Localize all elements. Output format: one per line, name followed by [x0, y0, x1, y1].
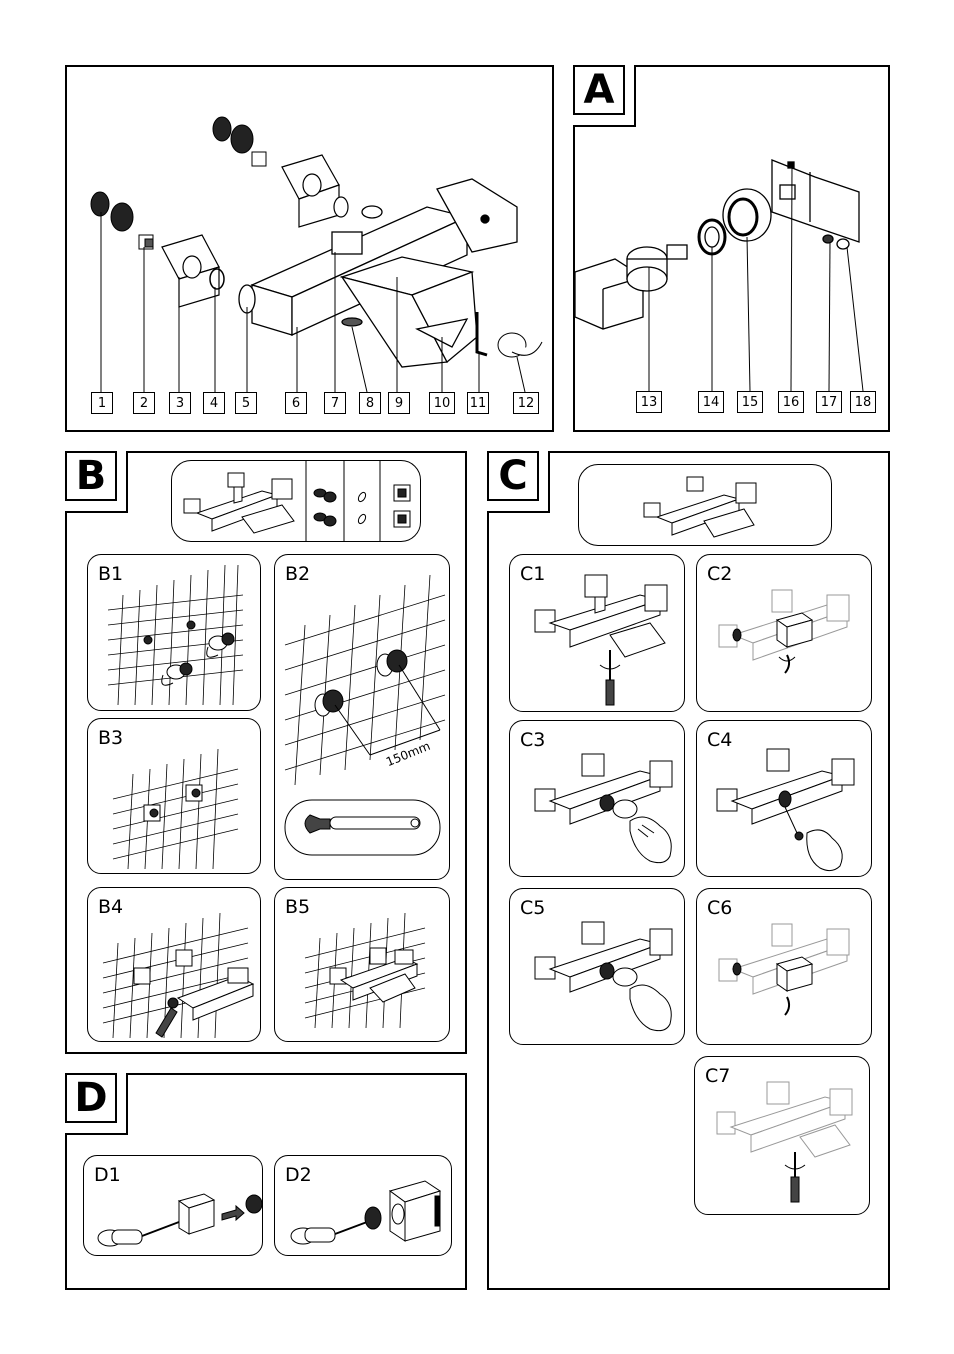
mixer-illustration	[716, 748, 855, 841]
panel-B-letter: B	[65, 451, 117, 501]
step-C6-label: C6	[707, 897, 733, 919]
part-number-15: 15	[737, 391, 763, 413]
step-C3: C3	[509, 720, 685, 877]
step-C2-label: C2	[707, 563, 733, 585]
part-number-10: 10	[429, 392, 455, 414]
part-number-16: 16	[778, 391, 804, 413]
part-number-14: 14	[698, 391, 724, 413]
part-number-4: 4	[203, 392, 225, 414]
step-C3-label: C3	[520, 729, 546, 751]
step-C4: C4	[696, 720, 872, 877]
step-B1-label: B1	[98, 563, 124, 585]
step-B2-label: B2	[285, 563, 311, 585]
part-number-17: 17	[816, 391, 842, 413]
grub-screw	[822, 234, 850, 250]
wall-grid	[107, 564, 244, 706]
exploded-mixer-drawing	[90, 116, 543, 393]
wall-plate-lower	[161, 234, 220, 308]
panel-A: A	[573, 65, 890, 432]
panel-D-letter: D	[65, 1073, 117, 1123]
step-D1: D1	[83, 1155, 263, 1256]
screwdriver-icon	[599, 650, 621, 706]
knurled-nut-upper	[212, 116, 267, 167]
part-number-18: 18	[850, 391, 876, 413]
step-B4-label: B4	[98, 896, 124, 918]
panel-A-letter: A	[573, 65, 625, 115]
part-number-13: 13	[636, 391, 662, 413]
mixer-illustration	[716, 1081, 853, 1158]
wall-grid	[112, 748, 239, 870]
step-C1-label: C1	[520, 563, 546, 585]
step-B3: B3	[87, 718, 261, 874]
mixer-illustration	[534, 921, 673, 993]
mixer-overview-icon	[643, 476, 757, 538]
hand-icon	[629, 984, 672, 1032]
body-section	[574, 258, 644, 330]
step-B3-label: B3	[98, 727, 124, 749]
panel-D: D D1 D2	[65, 1073, 467, 1290]
dowel-icons	[313, 488, 337, 527]
part-number-6: 6	[285, 392, 307, 414]
step-C5: C5	[509, 888, 685, 1045]
handle-lever	[771, 159, 860, 243]
step-C2: C2	[696, 554, 872, 712]
part-number-5: 5	[235, 392, 257, 414]
step-B5-label: B5	[285, 896, 311, 918]
part-number-2: 2	[133, 392, 155, 414]
screwdriver-icon	[784, 1152, 806, 1203]
part-number-12: 12	[513, 392, 539, 414]
allen-key	[475, 312, 488, 357]
mixer-illustration	[534, 574, 668, 658]
handle-block	[388, 1180, 442, 1242]
mixer-body	[238, 178, 518, 337]
wall-plate-upper	[281, 154, 349, 228]
screw-icons	[357, 491, 367, 525]
mixer-overview-icon	[183, 472, 295, 534]
part-number-9: 9	[388, 392, 410, 414]
part-number-1: 1	[91, 392, 113, 414]
spout	[339, 256, 478, 368]
screwdriver-icon	[290, 1221, 368, 1245]
step-D2: D2	[274, 1155, 452, 1256]
step-B5: B5	[274, 887, 450, 1042]
seal-ring	[209, 268, 225, 290]
eccentric-connector	[138, 234, 154, 250]
panel-C: C C1	[487, 451, 890, 1290]
panel-B-parts-overview	[171, 460, 421, 542]
step-C6: C6	[696, 888, 872, 1045]
panel-C-letter: C	[487, 451, 539, 501]
hand-icon	[629, 816, 672, 864]
step-C1: C1	[509, 554, 685, 712]
part-number-3: 3	[169, 392, 191, 414]
step-C4-label: C4	[707, 729, 733, 751]
connector-block	[177, 1193, 216, 1235]
step-C7: C7	[694, 1056, 870, 1215]
cartridge	[626, 244, 688, 292]
wrench-icon	[284, 799, 441, 856]
mixer-illustration	[534, 753, 673, 825]
part-number-11: 11	[467, 392, 489, 414]
step-B1: B1	[87, 554, 261, 711]
knurled-nut-lower	[90, 191, 134, 232]
plate-icons	[393, 484, 411, 528]
step-C7-label: C7	[705, 1065, 731, 1087]
cartridge-exploded-drawing	[574, 159, 864, 392]
step-C5-label: C5	[520, 897, 546, 919]
diverter-handle	[497, 332, 543, 358]
part-number-8: 8	[359, 392, 381, 414]
hand-icon	[806, 829, 843, 872]
panel-C-overview	[578, 464, 832, 546]
step-D1-label: D1	[94, 1164, 121, 1186]
step-D2-label: D2	[285, 1164, 312, 1186]
step-B2: B2	[274, 554, 450, 880]
wall-grid	[102, 912, 249, 1039]
step-B4: B4	[87, 887, 261, 1042]
screwdriver-icon	[97, 1221, 180, 1247]
panel-B: B	[65, 451, 467, 1054]
part-number-7: 7	[324, 392, 346, 414]
knob-cap	[722, 188, 772, 242]
parts-panel: 1 2 3 4 5 6 7 8 9 10 11 12	[65, 65, 554, 432]
